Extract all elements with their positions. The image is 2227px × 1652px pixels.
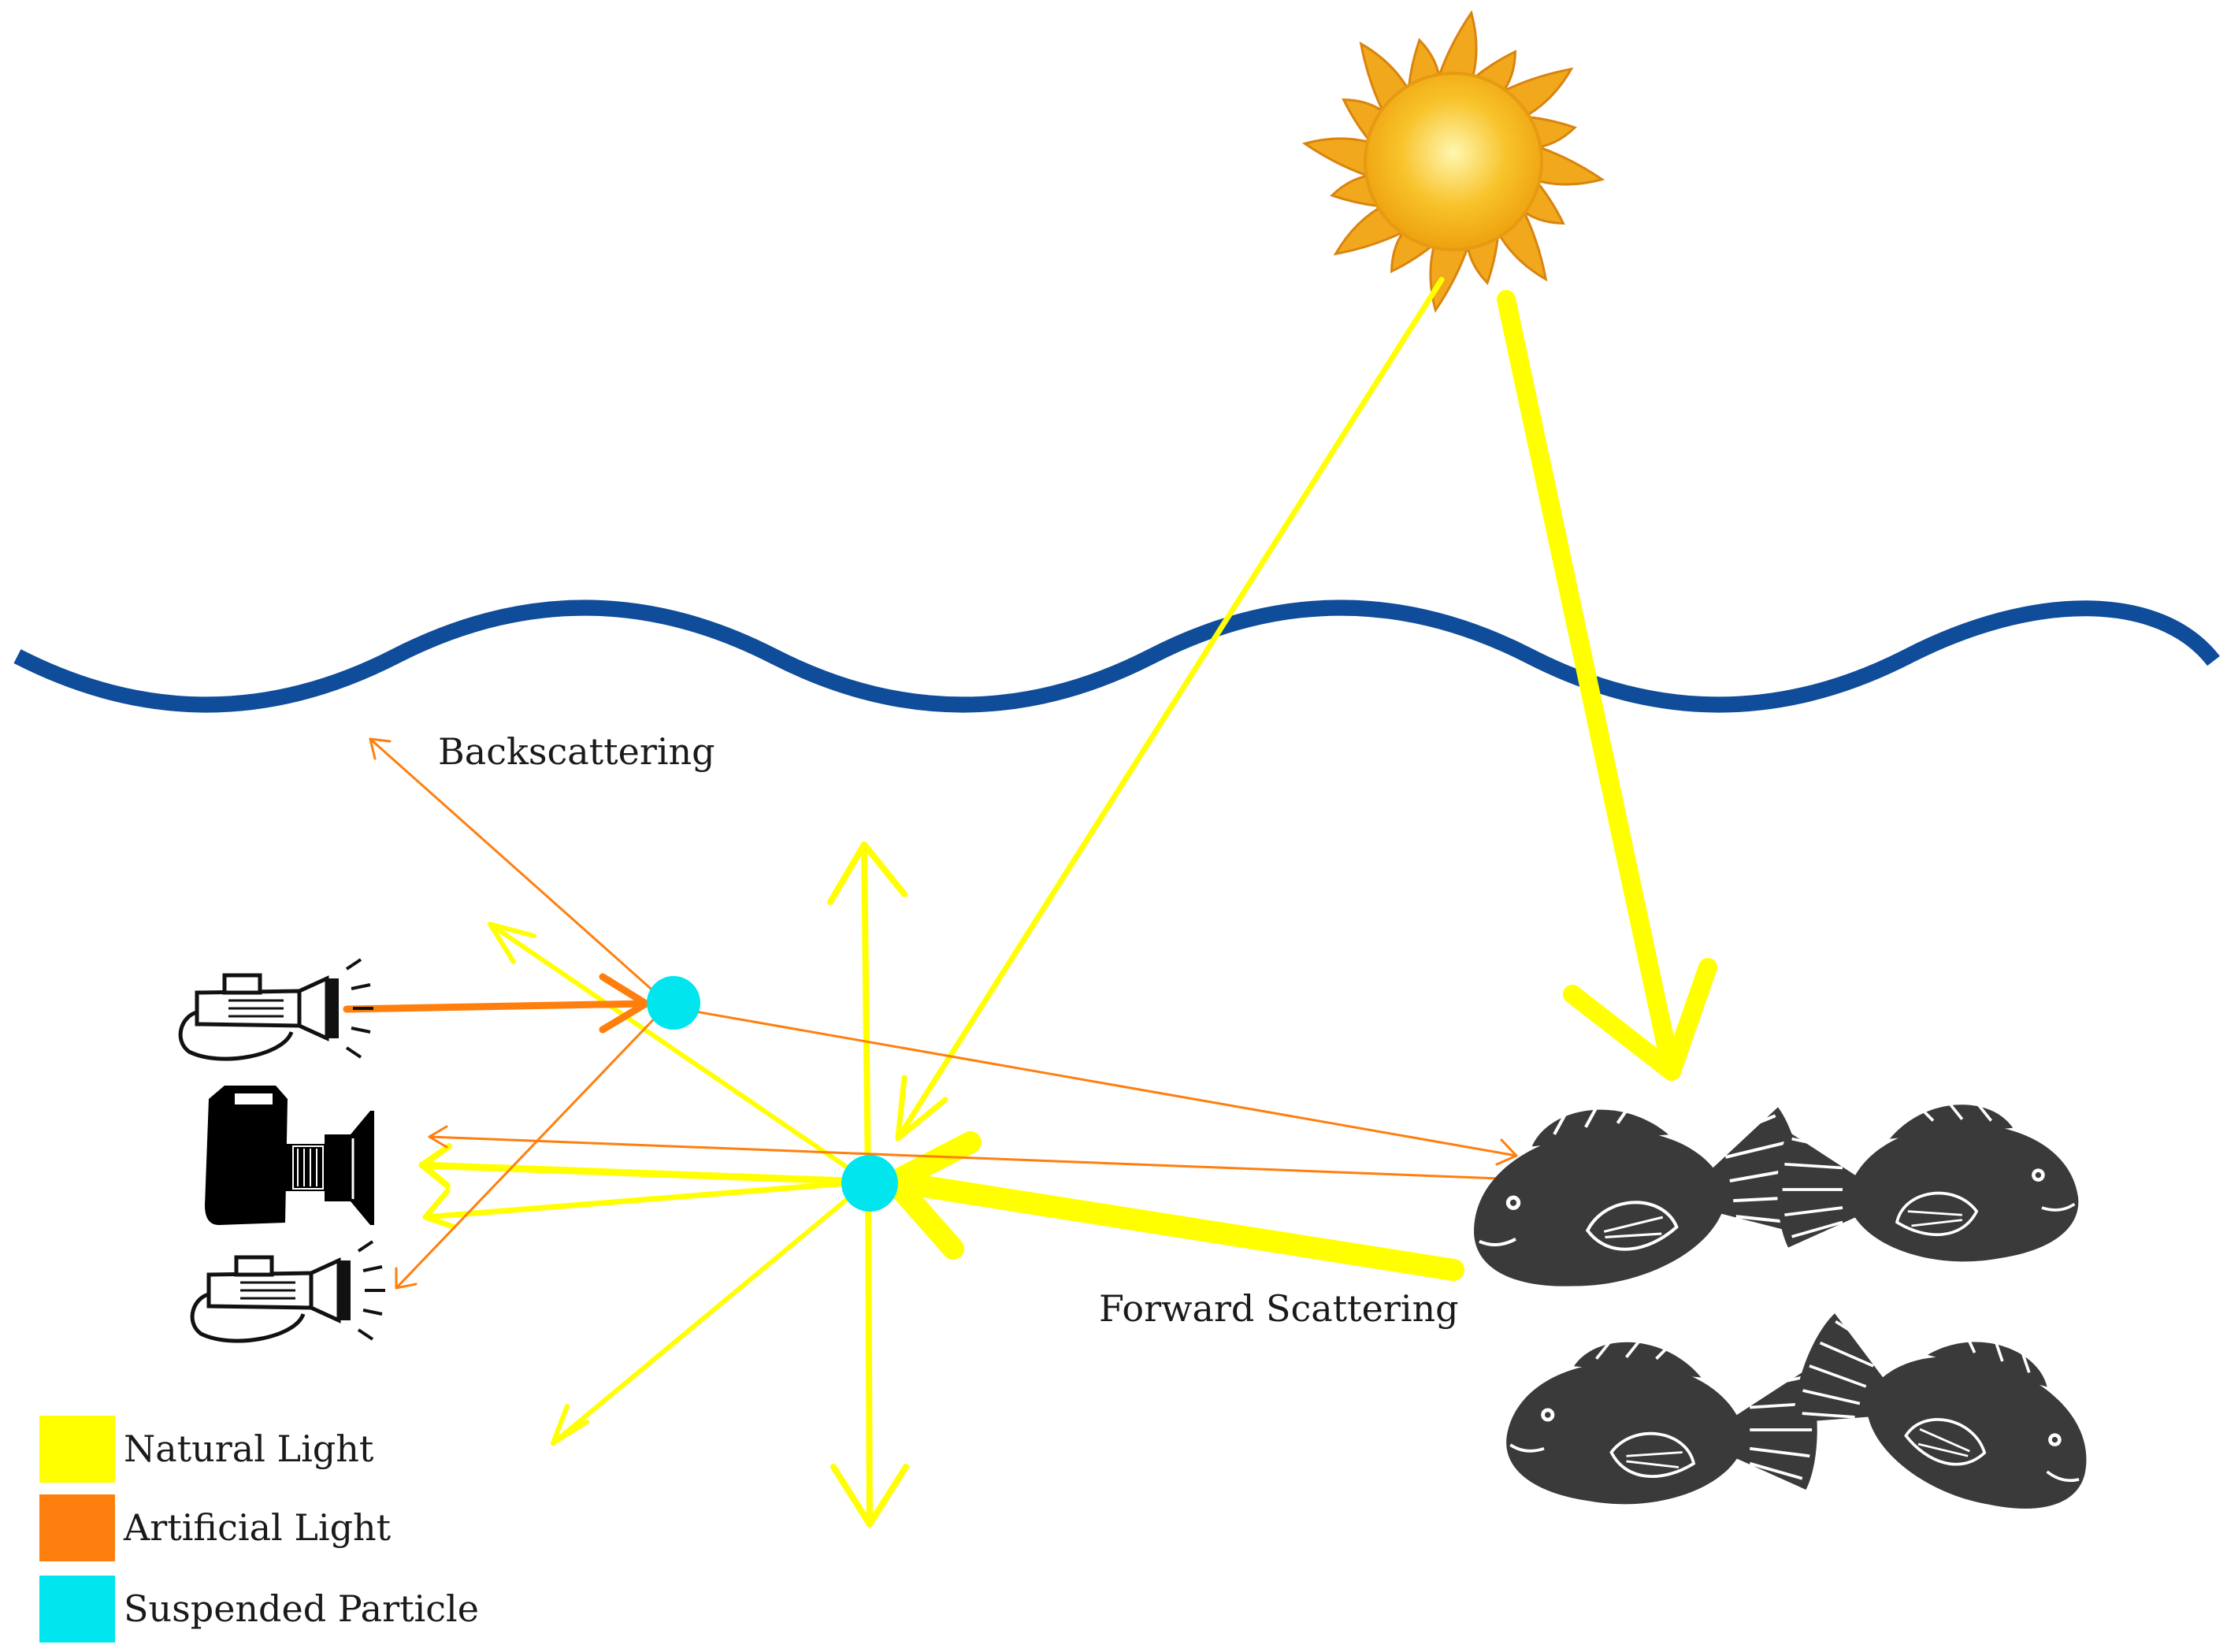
artificial-to-fish-arrowhead [1495, 1138, 1518, 1166]
sun-ray-thick [1497, 290, 1681, 1081]
legend-swatch-suspended-particle [39, 1576, 115, 1643]
scatter-up-left [488, 922, 870, 1184]
artificial-down-left [395, 1007, 666, 1290]
sun-ray [1435, 9, 1478, 86]
suspended-particle-lower [841, 1155, 898, 1212]
backscatter-arrowhead [369, 737, 392, 760]
natural-light-rays [418, 277, 1717, 1528]
flashlight-beam-arrowhead [599, 973, 650, 1034]
suspended-particle-upper [647, 976, 700, 1030]
fish-reflection-arrowhead [428, 1125, 448, 1149]
legend-item-artificial-light: Artificial Light [39, 1494, 392, 1561]
artificial-light-rays [343, 737, 1522, 1290]
camera-icon [205, 1086, 374, 1225]
forward-scattering-label: Forward Scattering [1099, 1287, 1459, 1330]
sun-icon [1301, 9, 1605, 314]
backscattering-label: Backscattering [438, 730, 715, 773]
legend-item-suspended-particle: Suspended Particle [39, 1576, 479, 1643]
legend-label-suspended-particle: Suspended Particle [124, 1587, 479, 1630]
forward-scatter-ray [883, 1171, 1464, 1281]
scatter-down-left-arrowhead [551, 1404, 589, 1446]
fish-icon [1455, 1072, 1814, 1305]
sun-ray-thin-arrowhead [895, 1075, 948, 1142]
sun-ray [1529, 143, 1605, 186]
scatter-down [865, 1179, 873, 1528]
scatter-below-camera-arrowhead [422, 1188, 456, 1230]
sun-ray-thin [895, 277, 1445, 1142]
artificial-down-left-arrowhead [395, 1267, 418, 1290]
scatter-up [861, 841, 871, 1185]
scatter-below-camera [422, 1179, 871, 1220]
legend-label-natural-light: Natural Light [124, 1427, 374, 1470]
flashlight-beam [343, 1000, 650, 1013]
scatter-up-left-arrowhead [488, 922, 536, 964]
legend-label-artificial-light: Artificial Light [123, 1506, 392, 1549]
scatter-up-arrowhead [827, 841, 908, 905]
legend-item-natural-light: Natural Light [39, 1416, 374, 1483]
legend: Natural Light Artificial Light Suspended… [39, 1416, 479, 1643]
legend-swatch-artificial-light [39, 1494, 115, 1561]
sun-ray [1429, 237, 1472, 314]
backscatter-ray [369, 737, 666, 1002]
scatter-down-left [551, 1179, 870, 1446]
legend-swatch-natural-light [39, 1416, 115, 1483]
fish-reflection-ray [428, 1135, 1522, 1181]
scatter-to-camera [418, 1161, 872, 1186]
flashlight-icon [192, 1242, 385, 1341]
scatter-down-arrowhead [830, 1464, 909, 1528]
fish-icon [1778, 1279, 2120, 1537]
sun-ray-thick-arrowhead [1563, 958, 1717, 1081]
artificial-to-fish [676, 1007, 1518, 1157]
fish-icon [1505, 1337, 1819, 1506]
scatter-to-camera-arrowhead [419, 1143, 452, 1189]
water-surface [13, 600, 2220, 713]
fish-icon [1776, 1099, 2080, 1264]
sun-ray [1301, 137, 1378, 180]
